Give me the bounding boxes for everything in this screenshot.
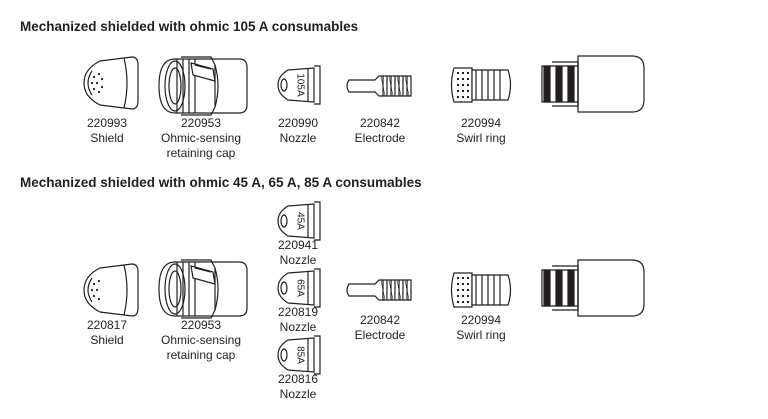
nozzle-stamp: 45A bbox=[294, 212, 305, 230]
part-number: 220993 bbox=[86, 116, 128, 130]
part-number: 220842 bbox=[359, 313, 401, 327]
part-name: Ohmic-sensing bbox=[160, 131, 242, 145]
retaining-cap-caption: 220953 Ohmic-sensing retaining cap bbox=[161, 116, 241, 161]
nozzle-stamp: 85A bbox=[294, 346, 305, 364]
part-number: 220941 bbox=[277, 238, 319, 252]
part-name: Nozzle bbox=[279, 387, 317, 401]
shield-caption: 220817 Shield bbox=[87, 318, 127, 348]
swirl-ring-caption: 220994 Swirl ring bbox=[456, 116, 505, 146]
part-name: Electrode bbox=[354, 131, 406, 145]
part-number: 220990 bbox=[277, 116, 319, 130]
section2-heading: Mechanized shielded with ohmic 45 A, 65 … bbox=[20, 175, 422, 190]
part-name: Swirl ring bbox=[456, 131, 506, 145]
nozzle-45a-caption: 220941 Nozzle bbox=[278, 238, 318, 268]
part-name: Electrode bbox=[354, 328, 406, 342]
part-number: 220819 bbox=[277, 305, 319, 319]
electrode-caption: 220842 Electrode bbox=[355, 116, 406, 146]
nozzle-65a-caption: 220819 Nozzle bbox=[278, 305, 318, 335]
nozzle-caption: 220990 Nozzle bbox=[278, 116, 318, 146]
shield-caption: 220993 Shield bbox=[87, 116, 127, 146]
part-number: 220994 bbox=[460, 313, 502, 327]
part-name: Shield bbox=[90, 333, 124, 347]
nozzle-stamp: 65A bbox=[294, 279, 305, 297]
part-name-line2: retaining cap bbox=[166, 348, 236, 362]
part-number: 220816 bbox=[277, 372, 319, 386]
part-number: 220994 bbox=[460, 116, 502, 130]
part-name: Nozzle bbox=[279, 253, 317, 267]
part-name: Ohmic-sensing bbox=[160, 333, 242, 347]
part-number: 220953 bbox=[180, 116, 222, 130]
part-name: Nozzle bbox=[279, 131, 317, 145]
part-name: Shield bbox=[90, 131, 124, 145]
part-number: 220817 bbox=[86, 318, 128, 332]
part-number: 220842 bbox=[359, 116, 401, 130]
nozzle-85a-caption: 220816 Nozzle bbox=[278, 372, 318, 402]
part-name: Swirl ring bbox=[456, 328, 506, 342]
part-name-line2: retaining cap bbox=[166, 146, 236, 160]
section1-heading: Mechanized shielded with ohmic 105 A con… bbox=[20, 19, 359, 34]
retaining-cap-caption: 220953 Ohmic-sensing retaining cap bbox=[161, 318, 241, 363]
swirl-ring-caption: 220994 Swirl ring bbox=[456, 313, 505, 343]
part-name: Nozzle bbox=[279, 320, 317, 334]
nozzle-stamp: 105A bbox=[294, 73, 305, 97]
electrode-caption: 220842 Electrode bbox=[355, 313, 406, 343]
part-number: 220953 bbox=[180, 318, 222, 332]
